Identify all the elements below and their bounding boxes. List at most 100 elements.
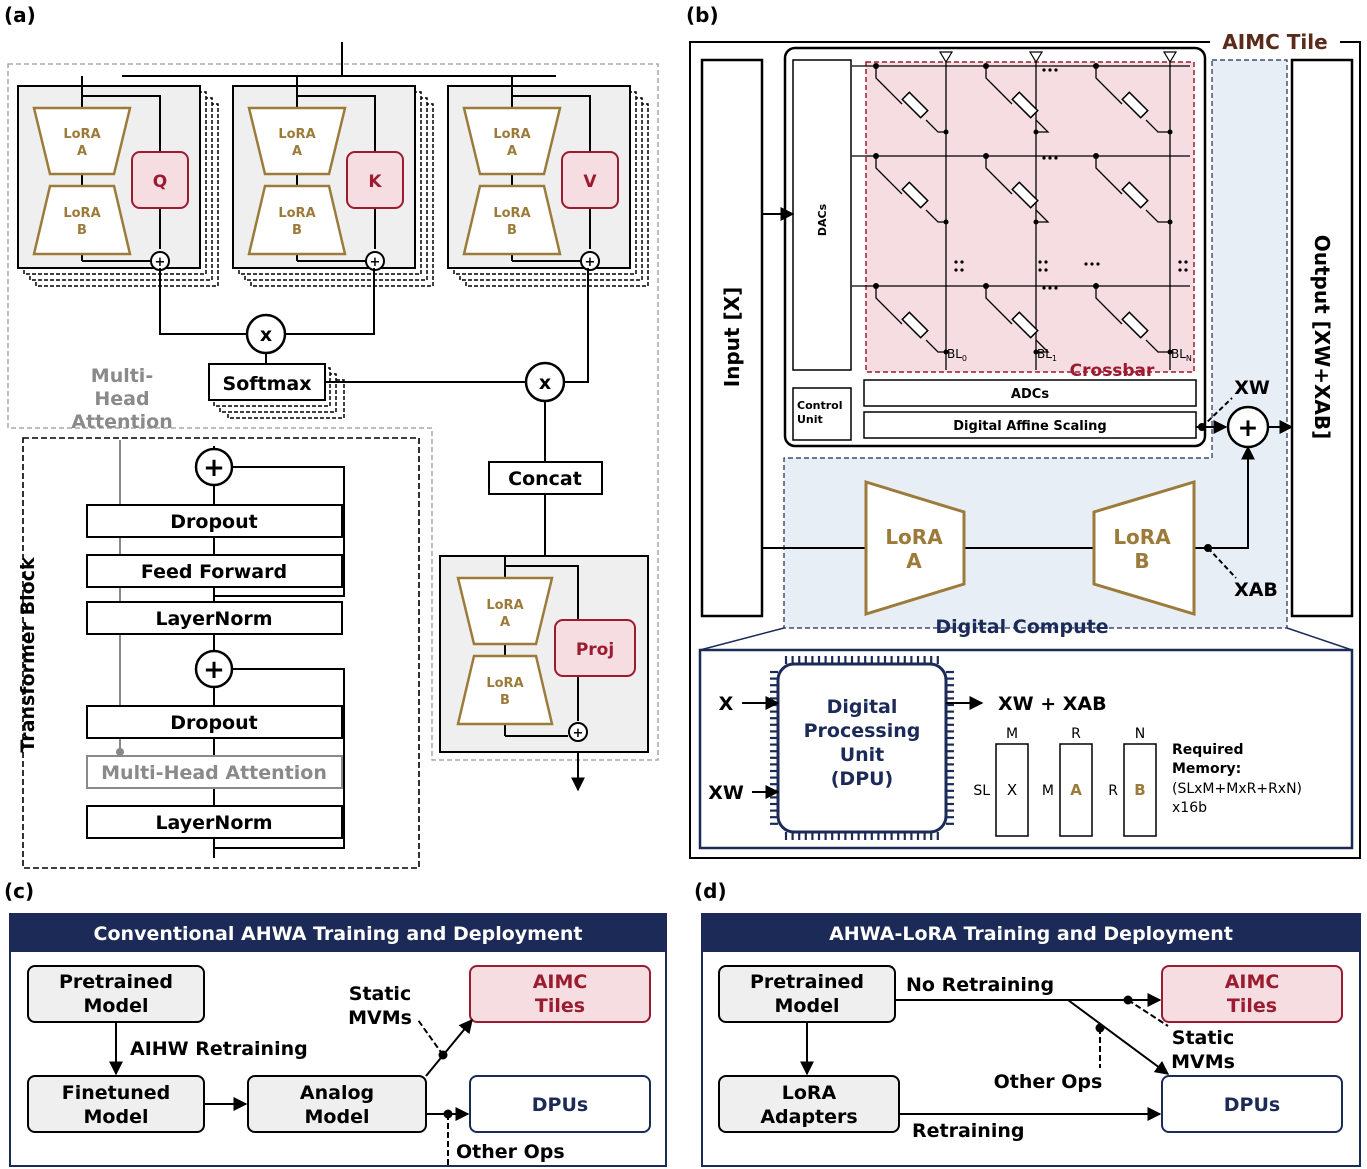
svg-text:BL1: BL1 <box>1037 347 1057 363</box>
matrix-dim-top: R <box>1071 726 1081 742</box>
proj-lora-a <box>456 576 554 646</box>
d-retrain-label: Retraining <box>912 1120 1024 1142</box>
d-adapters-box <box>718 1075 900 1133</box>
input-label: Input [X] <box>720 287 744 387</box>
layer-label: LayerNorm <box>155 608 272 630</box>
matrix-dim-side: SL <box>973 783 990 799</box>
xab-label: XAB <box>1234 579 1278 601</box>
panel-b: (b) AIMC Tile Input [X] Output [XW+XAB] … <box>686 3 1361 859</box>
bitline-labels: BL0 BL1 BLN <box>947 347 1192 363</box>
layer-box <box>86 554 343 588</box>
transformer-block-region <box>22 437 420 869</box>
matrix-a <box>1059 743 1093 837</box>
softmax-label: Softmax <box>223 373 312 395</box>
layer-box <box>86 755 343 789</box>
lora-b-trapezoid <box>32 184 132 256</box>
output-bar <box>1290 58 1354 618</box>
panel-c-header: Conventional AHWA Training and Deploymen… <box>94 923 583 945</box>
mha-region <box>7 63 659 761</box>
proj-add-symbol: + <box>573 726 584 741</box>
output-label: Output [XW+XAB] <box>1310 235 1334 440</box>
c-retrain-label: AIHW Retraining <box>130 1038 308 1060</box>
svg-text:BL0: BL0 <box>947 347 967 363</box>
matrix-dim-side: R <box>1108 783 1118 799</box>
residual-add-top-symbol: + <box>203 453 225 483</box>
qk-multiply-symbol: x <box>260 324 272 346</box>
proj-weight-label: Proj <box>576 640 614 660</box>
affine-label: Digital Affine Scaling <box>953 419 1106 434</box>
matrix-x <box>995 743 1029 837</box>
panel-c-header-bar <box>10 914 666 952</box>
weight-q-box <box>131 151 189 209</box>
weight-q-label: Q <box>153 172 167 192</box>
c-dpus-label: DPUs <box>532 1094 588 1116</box>
panel-d-header-bar <box>702 914 1360 952</box>
dpu-chip <box>776 662 948 834</box>
memory-formula: (SLxM+MxR+RxN)x16b <box>1172 781 1302 816</box>
input-bar <box>700 58 764 618</box>
concat-box <box>488 461 603 495</box>
lora-a-big <box>864 479 966 617</box>
matrix-dim-top: M <box>1006 726 1018 742</box>
lora-b-big <box>1092 479 1196 617</box>
proj-add-node <box>568 722 588 742</box>
lora-b-trapezoid <box>462 184 562 256</box>
d-noretrain-label: No Retraining <box>906 974 1054 996</box>
panel-d-tag: (d) <box>694 879 727 903</box>
crossbar-array <box>852 51 1190 370</box>
lora-a-trapezoid <box>32 106 132 176</box>
layer-box <box>86 601 343 635</box>
matrix-a-label: A <box>1070 781 1082 799</box>
matrix-dim-side: M <box>1042 783 1054 799</box>
residual-add-bottom-symbol: + <box>203 655 225 685</box>
head-add-symbol: + <box>585 255 596 270</box>
layer-box <box>86 705 343 739</box>
head-add-symbol: + <box>155 255 166 270</box>
matrix-dim-top: N <box>1135 726 1145 742</box>
weight-k-label: K <box>368 172 382 192</box>
dacs-box <box>792 59 852 371</box>
xw-label: XW <box>1234 377 1270 399</box>
affine-box <box>863 411 1197 439</box>
weight-k-box <box>346 151 404 209</box>
lora-b-trapezoid <box>247 184 347 256</box>
dpu-input-x: X <box>719 693 734 715</box>
c-aimc-box <box>469 965 651 1023</box>
layer-label: Multi-Head Attention <box>101 762 327 784</box>
matrix-x-label: X <box>1007 781 1017 799</box>
c-analog-box <box>247 1075 427 1133</box>
weight-v-label: V <box>583 172 597 192</box>
panel-c-tag: (c) <box>4 879 34 903</box>
panel-a-tag: (a) <box>4 3 36 27</box>
layer-label: LayerNorm <box>155 812 272 834</box>
panel-b-tag: (b) <box>686 3 719 27</box>
head-add-node <box>580 251 600 271</box>
